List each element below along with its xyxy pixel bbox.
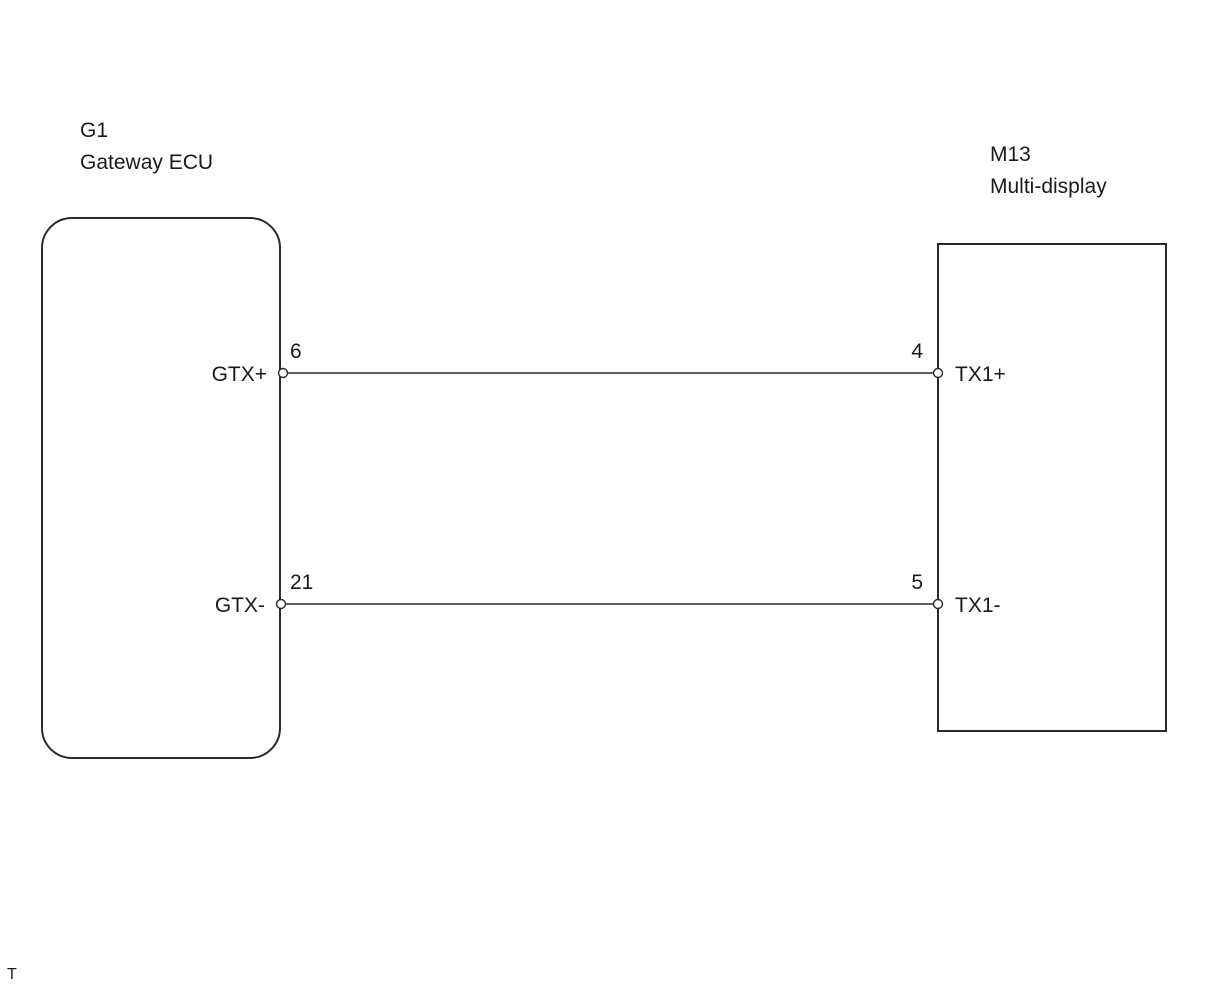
display-signal-tx1-minus: TX1- bbox=[955, 594, 1001, 617]
wire-gtx-minus: 21 GTX- 5 TX1- bbox=[215, 571, 1001, 617]
display-pin-number-5: 5 bbox=[911, 571, 923, 594]
display-pin-number-4: 4 bbox=[911, 340, 923, 363]
footer-mark: T bbox=[7, 966, 17, 983]
gateway-ecu-name: Gateway ECU bbox=[80, 151, 213, 174]
gateway-pin-number-6: 6 bbox=[290, 340, 302, 363]
multi-display-code: M13 bbox=[990, 143, 1031, 166]
gateway-pin-number-21: 21 bbox=[290, 571, 313, 594]
gateway-pin-6-terminal bbox=[277, 367, 289, 379]
multi-display-component: M13 Multi-display bbox=[937, 143, 1167, 732]
gateway-ecu-box bbox=[41, 217, 281, 759]
gateway-signal-gtx-plus: GTX+ bbox=[212, 363, 267, 386]
gateway-ecu-code: G1 bbox=[80, 119, 108, 142]
multi-display-name: Multi-display bbox=[990, 175, 1107, 198]
gateway-signal-gtx-minus: GTX- bbox=[215, 594, 265, 617]
gateway-pin-21-terminal bbox=[275, 598, 287, 610]
display-pin-4-terminal bbox=[932, 367, 944, 379]
display-signal-tx1-plus: TX1+ bbox=[955, 363, 1006, 386]
wire-gtx-plus: 6 GTX+ 4 TX1+ bbox=[212, 340, 1006, 386]
multi-display-box bbox=[937, 243, 1167, 732]
display-pin-5-terminal bbox=[932, 598, 944, 610]
gateway-ecu-component: G1 Gateway ECU bbox=[41, 119, 281, 759]
